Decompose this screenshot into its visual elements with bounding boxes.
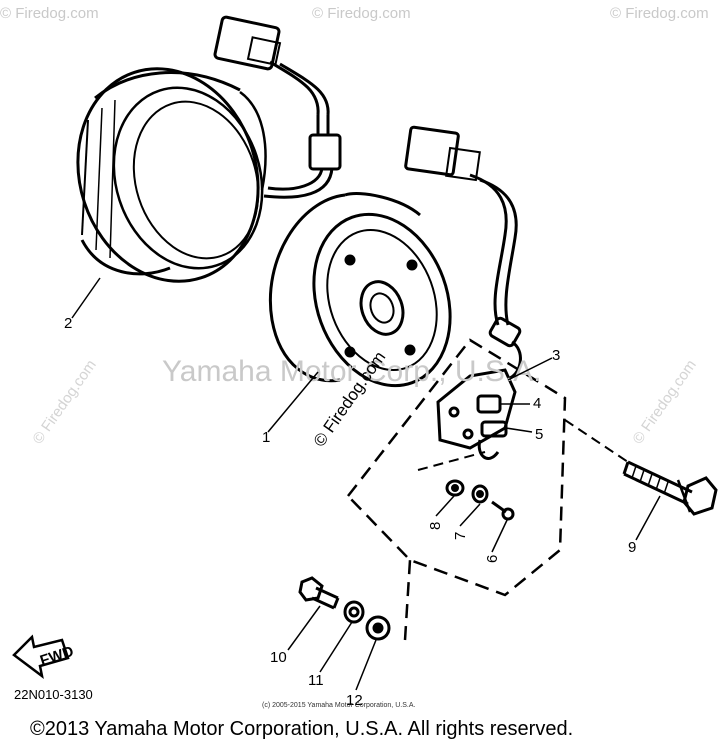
watermark-left-diagonal: © Firedog.com [29,357,99,448]
watermark-center-brand: Yamaha Motor Corp., U.S.A. [162,355,542,388]
rotor-flywheel-part-1 [269,192,452,388]
watermark-top-center: © Firedog.com [312,5,411,22]
assembly-dashed-leader [417,451,486,471]
small-copyright: (c) 2005-2015 Yamaha Motor Corporation, … [262,702,416,709]
callout-9: 9 [628,539,636,556]
callout-6: 6 [484,555,501,563]
watermark-right-diagonal: © Firedog.com [629,357,699,448]
callout-12: 12 [346,692,363,709]
watermark-top-left: © Firedog.com [0,5,99,22]
callout-1: 1 [262,429,270,446]
bolt-and-washers-parts-10-11-12 [298,576,391,641]
callout-8: 8 [427,522,444,530]
assembly-dashed-outline [346,338,567,597]
watermark-top-right: © Firedog.com [610,5,709,22]
dashed-leader-9 [564,419,629,463]
pickup-wire-connector [404,125,522,380]
washers-and-screw-parts-6-7-8 [445,479,515,521]
bolt-part-9 [622,460,718,516]
diagram-reference-code: 22N010-3130 [14,687,93,702]
callout-4: 4 [533,395,541,412]
callout-11: 11 [308,672,324,689]
callout-10: 10 [270,649,287,666]
fwd-arrow-icon: FWD [12,634,76,679]
callout-3: 3 [552,347,560,364]
stator-coil-part-2 [76,67,267,283]
callout-7: 7 [452,532,469,540]
callout-leaders [71,277,661,691]
callout-5: 5 [535,426,543,443]
stator-wire-connector [213,15,342,199]
callout-dashed-leader-10 [403,559,412,641]
fwd-label: FWD [38,643,76,670]
callout-2: 2 [64,315,72,332]
copyright-footer: ©2013 Yamaha Motor Corporation, U.S.A. A… [30,718,574,740]
